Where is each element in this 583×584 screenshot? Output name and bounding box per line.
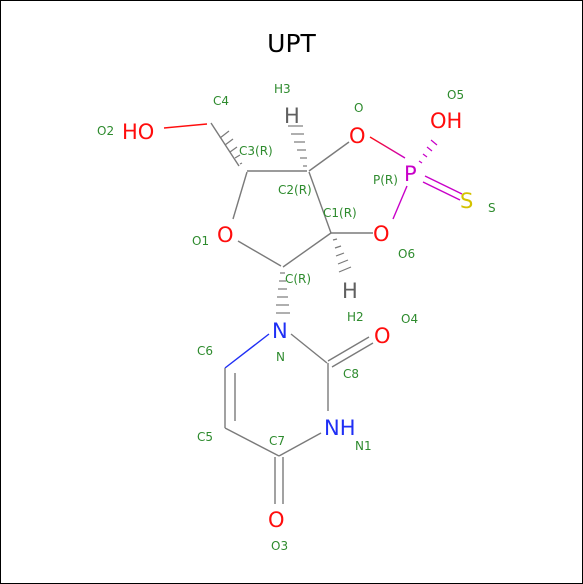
- atom-n: N: [272, 319, 288, 343]
- bond-c8-o-2: [331, 342, 374, 368]
- bonds: [163, 122, 463, 504]
- bond-c7-nh: [278, 432, 322, 457]
- label-n: N: [276, 350, 285, 364]
- atom-o-bridge-top: O: [349, 124, 366, 148]
- bond-p-s-2: [422, 181, 461, 201]
- atom-p: P: [404, 162, 417, 186]
- atom-annotations: C4 H3 O O5 O2 C3(R) C2(R) P(R) C1(R) S O…: [97, 82, 496, 553]
- bond-ho-c4: [163, 123, 208, 129]
- atom-o-carbonyl-right: O: [374, 324, 391, 348]
- label-n1: N1: [355, 439, 372, 453]
- atom-h-bottom: H: [342, 279, 358, 303]
- label-c8: C8: [343, 367, 359, 381]
- wedge-c3-c4: [219, 130, 243, 165]
- bond-c3-o1: [232, 171, 248, 220]
- atom-o-carbonyl-bottom: O: [268, 508, 285, 532]
- bond-n-c6: [224, 333, 270, 369]
- label-o3: O3: [271, 539, 288, 553]
- bond-c2-c1: [308, 171, 332, 234]
- wedge-c2-h3: [288, 125, 307, 167]
- label-o5: O5: [447, 88, 464, 102]
- bond-c2-o: [308, 141, 350, 172]
- bond-o1-cr: [237, 240, 282, 267]
- label-o: O: [354, 101, 363, 115]
- molecule-title: UPT: [267, 29, 316, 58]
- atom-o-ring: O: [217, 223, 234, 247]
- bond-p-s-1: [424, 175, 463, 195]
- wedge-c1-h2: [332, 238, 352, 273]
- atom-nh: NH: [324, 416, 356, 440]
- bond-n-c8: [290, 333, 328, 364]
- label-o6: O6: [398, 247, 415, 261]
- label-c7: C7: [269, 434, 285, 448]
- label-h3: H3: [274, 82, 291, 96]
- atom-oh: OH: [430, 109, 462, 133]
- atom-s: S: [460, 189, 473, 213]
- label-c2r: C2(R): [278, 183, 312, 197]
- wedge-cr-n: [276, 272, 290, 314]
- label-s: S: [488, 201, 496, 215]
- label-h2: H2: [347, 310, 364, 324]
- label-o1: O1: [192, 234, 209, 248]
- atom-o-bridge-right: O: [373, 222, 390, 246]
- atom-h-top: H: [284, 104, 300, 128]
- atom-symbols: HO O O O P OH S H H N NH O O: [122, 104, 473, 532]
- label-c4: C4: [213, 94, 229, 108]
- label-o4: O4: [401, 312, 418, 326]
- bond-o6-p: [392, 185, 408, 220]
- label-c3r: C3(R): [239, 144, 273, 158]
- label-c6: C6: [197, 344, 213, 358]
- wedge-p-oh: [418, 139, 438, 164]
- label-c5: C5: [197, 430, 213, 444]
- stereo-wedges: [219, 125, 438, 314]
- bond-o-p: [369, 136, 406, 159]
- bond-c5-c7: [224, 427, 280, 457]
- label-o2: O2: [97, 124, 114, 138]
- atom-ho: HO: [122, 120, 154, 144]
- label-pr: P(R): [373, 173, 398, 187]
- bond-c8-o-1: [327, 336, 370, 362]
- label-cr: C(R): [285, 272, 311, 286]
- bond-cr-c1: [282, 232, 332, 268]
- label-c1r: C1(R): [323, 206, 357, 220]
